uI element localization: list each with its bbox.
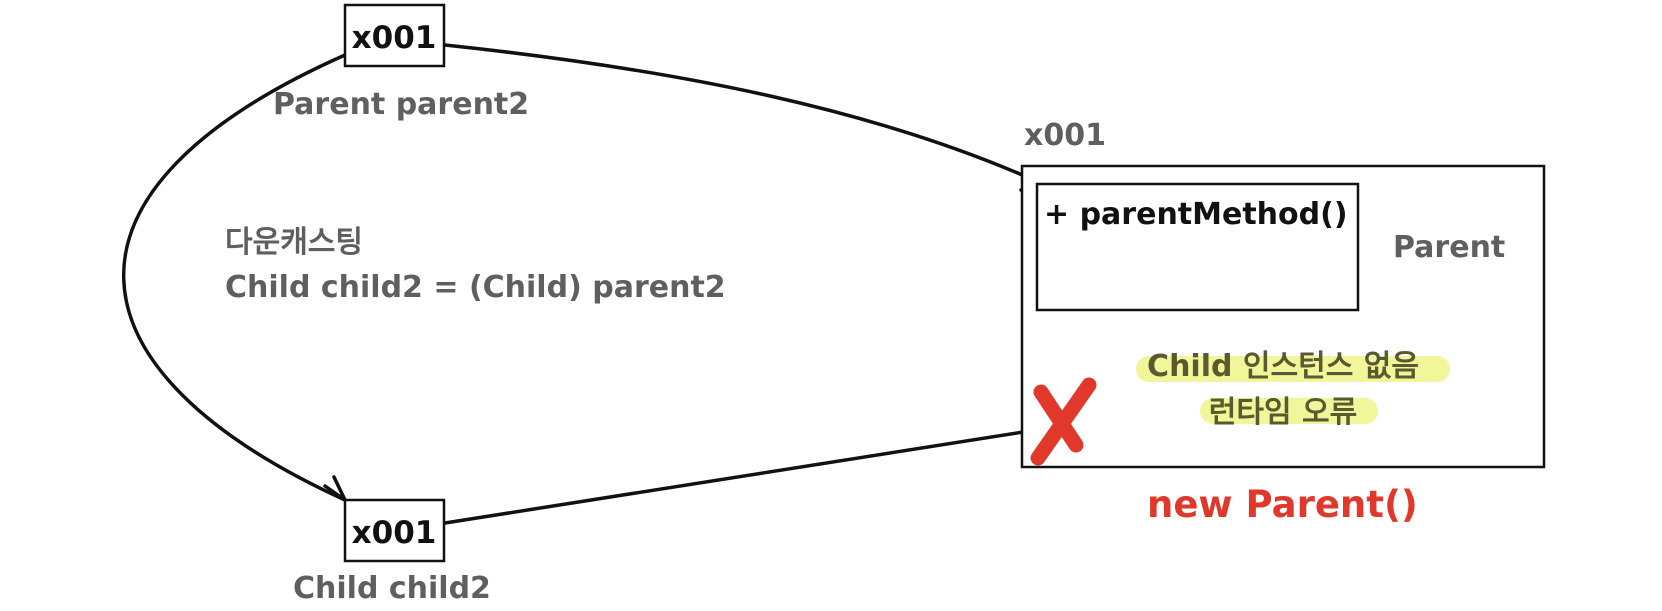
- edge-parent2-to-object: [443, 43, 1047, 192]
- parent2-address: x001: [352, 20, 437, 56]
- downcast-code: Child child2 = (Child) parent2: [225, 270, 726, 305]
- parent-method-label: + parentMethod(): [1044, 197, 1348, 232]
- parent2-variable-label: Parent parent2: [273, 87, 529, 122]
- parent-method-box: [1035, 182, 1360, 312]
- parent-object-box: + parentMethod() Parent Child 인스턴스 없음 런타…: [1020, 164, 1546, 469]
- runtime-error-label: 런타임 오류: [1209, 395, 1357, 430]
- parent2-reference-box: x001: [343, 3, 446, 68]
- parent-class-label: Parent: [1393, 230, 1505, 265]
- child2-variable-label: Child child2: [293, 571, 491, 606]
- error-highlight-1: [1136, 356, 1450, 382]
- constructor-label: new Parent(): [1147, 483, 1418, 526]
- child2-address: x001: [352, 515, 437, 551]
- error-message: Child 인스턴스 없음: [1147, 349, 1419, 384]
- error-highlight-2: [1200, 398, 1378, 424]
- downcast-title: 다운캐스팅: [225, 225, 363, 260]
- object-address: x001: [1024, 118, 1106, 153]
- child2-reference-box: x001: [343, 498, 446, 563]
- cross-mark-icon: [1030, 377, 1097, 466]
